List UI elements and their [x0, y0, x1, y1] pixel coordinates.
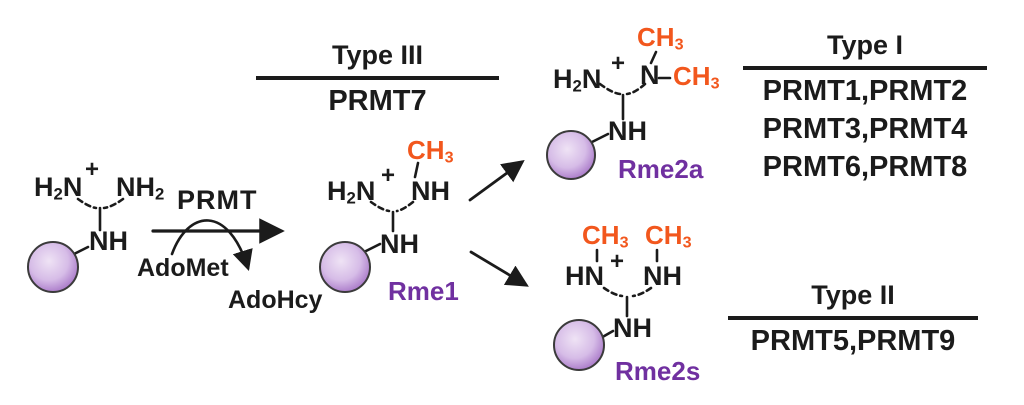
- cofactor-adomet-label: AdoMet: [137, 254, 229, 282]
- type2-rule: [728, 316, 978, 320]
- type3-panel: Type III PRMT7: [256, 40, 499, 120]
- rme2s-nh-bottom-label: NH: [613, 313, 652, 343]
- arrow-to-rme2a: [468, 160, 525, 202]
- rme1-resonance-bond-left: [369, 200, 391, 213]
- rme2s-nh-right-label: NH: [643, 261, 682, 291]
- rme2s-resonance-bond-left: [602, 286, 624, 298]
- rme2a-methyl-bond-top: [649, 50, 658, 65]
- substrate-nh-label: NH: [89, 226, 128, 256]
- rme2a-resonance-bond-left: [598, 82, 622, 96]
- rme1-resonance-bond-right: [395, 200, 415, 213]
- type3-title: Type III: [331, 40, 424, 70]
- type1-panel: Type I PRMT1,PRMT2 PRMT3,PRMT4 PRMT6,PRM…: [743, 30, 987, 186]
- rme2s-protein-residue: [553, 319, 605, 371]
- rme2s-resonance-bond-right: [631, 286, 653, 298]
- rme2a-ch3-top-label: CH3: [637, 22, 684, 54]
- enzyme-label: PRMT: [177, 185, 258, 215]
- substrate-h2n-label: H2N: [34, 172, 83, 204]
- rme2a-protein-residue: [546, 130, 596, 180]
- type1-member: PRMT6,PRMT8: [762, 151, 968, 183]
- rme1-product-label: Rme1: [388, 276, 459, 306]
- rme2s-hn-label: HN: [565, 261, 604, 291]
- rme1-plus-charge: +: [381, 162, 396, 189]
- type3-rule: [256, 76, 499, 80]
- type3-member: PRMT7: [328, 85, 427, 117]
- substrate-resonance-bond-left: [76, 197, 98, 210]
- type2-member: PRMT5,PRMT9: [750, 325, 956, 357]
- cofactor-adohcy-label: AdoHcy: [228, 286, 323, 314]
- rme2a-plus-charge: +: [611, 50, 626, 77]
- rme2s-ch3-right-label: CH3: [645, 220, 692, 252]
- rme1-methyl-bond: [413, 161, 420, 179]
- rme2a-residue-bond: [590, 132, 610, 144]
- type2-panel: Type II PRMT5,PRMT9: [728, 280, 978, 360]
- rme1-ch3-label: CH3: [407, 135, 454, 167]
- substrate-protein-residue: [27, 241, 79, 293]
- rme2a-h2n-label: H2N: [553, 64, 602, 96]
- substrate-resonance-bond-right: [102, 197, 125, 210]
- rme2s-ch3-left-label: CH3: [582, 220, 629, 252]
- rme2a-ch3-right-label: CH3: [673, 61, 720, 93]
- type1-rule: [743, 66, 987, 70]
- rme2a-n-label: N: [640, 60, 660, 90]
- substrate-plus-charge: +: [85, 156, 100, 183]
- rme2s-plus-charge: +: [610, 248, 625, 275]
- rme2a-resonance-bond-right: [625, 82, 647, 96]
- type1-title: Type I: [826, 30, 904, 60]
- rme1-protein-residue: [319, 241, 371, 293]
- type1-member: PRMT3,PRMT4: [762, 113, 968, 145]
- substrate-nh2-label: NH2: [116, 172, 165, 204]
- rme2s-product-label: Rme2s: [615, 356, 701, 386]
- arrow-to-rme2s: [469, 250, 529, 287]
- type1-member: PRMT1,PRMT2: [762, 75, 968, 107]
- rme1-nh-right-label: NH: [411, 176, 450, 206]
- rme1-nh-bottom-label: NH: [380, 229, 419, 259]
- rme1-h2n-label: H2N: [327, 176, 376, 208]
- rme1-residue-bond: [362, 242, 382, 254]
- rme2a-nh-label: NH: [608, 116, 647, 146]
- type2-title: Type II: [811, 280, 895, 310]
- rme2a-product-label: Rme2a: [618, 154, 704, 184]
- cofactor-arc-arrow: [170, 219, 253, 271]
